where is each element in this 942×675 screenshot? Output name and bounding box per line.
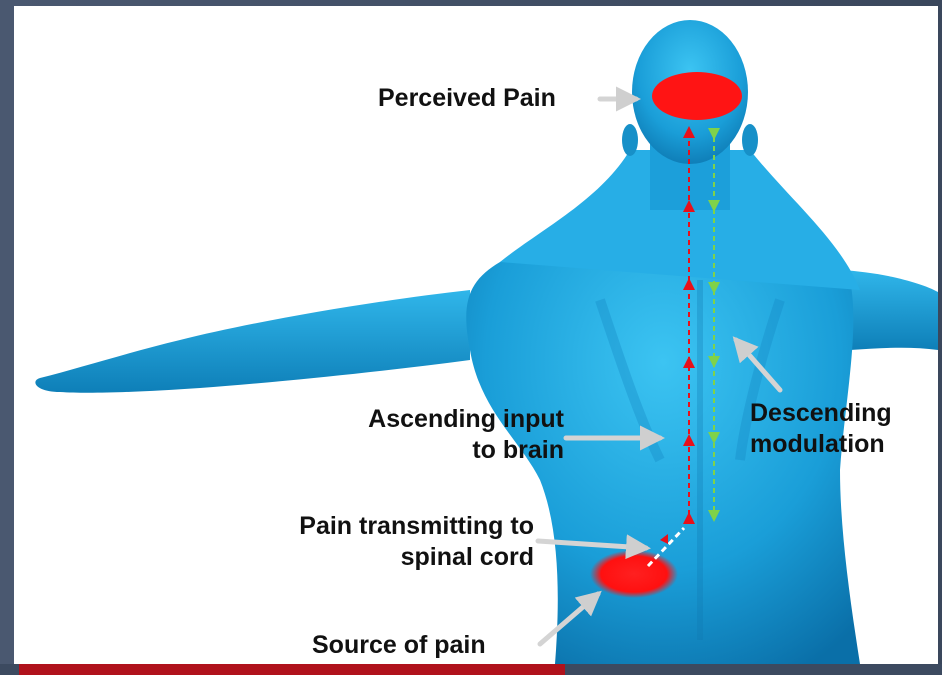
transmitting-label: Pain transmitting to spinal cord: [214, 511, 534, 573]
transmitting-label-line1: Pain transmitting to: [214, 511, 534, 542]
descending-label-line1: Descending: [750, 398, 892, 429]
ascending-label-line1: Ascending input: [284, 404, 564, 435]
slide: Perceived Pain Ascending input to brain …: [14, 6, 938, 664]
left-arm: [35, 290, 470, 393]
source-pain-spot: [590, 550, 678, 598]
ascending-label-line2: to brain: [284, 435, 564, 466]
descending-label: Descending modulation: [750, 398, 892, 460]
perceived-pain-spot: [652, 72, 742, 120]
descending-label-line2: modulation: [750, 429, 892, 460]
ascending-label: Ascending input to brain: [284, 404, 564, 466]
accent-bar: [0, 664, 942, 675]
source-label: Source of pain: [312, 630, 486, 661]
transmitting-label-line2: spinal cord: [214, 542, 534, 573]
perceived-pain-label: Perceived Pain: [378, 83, 556, 114]
